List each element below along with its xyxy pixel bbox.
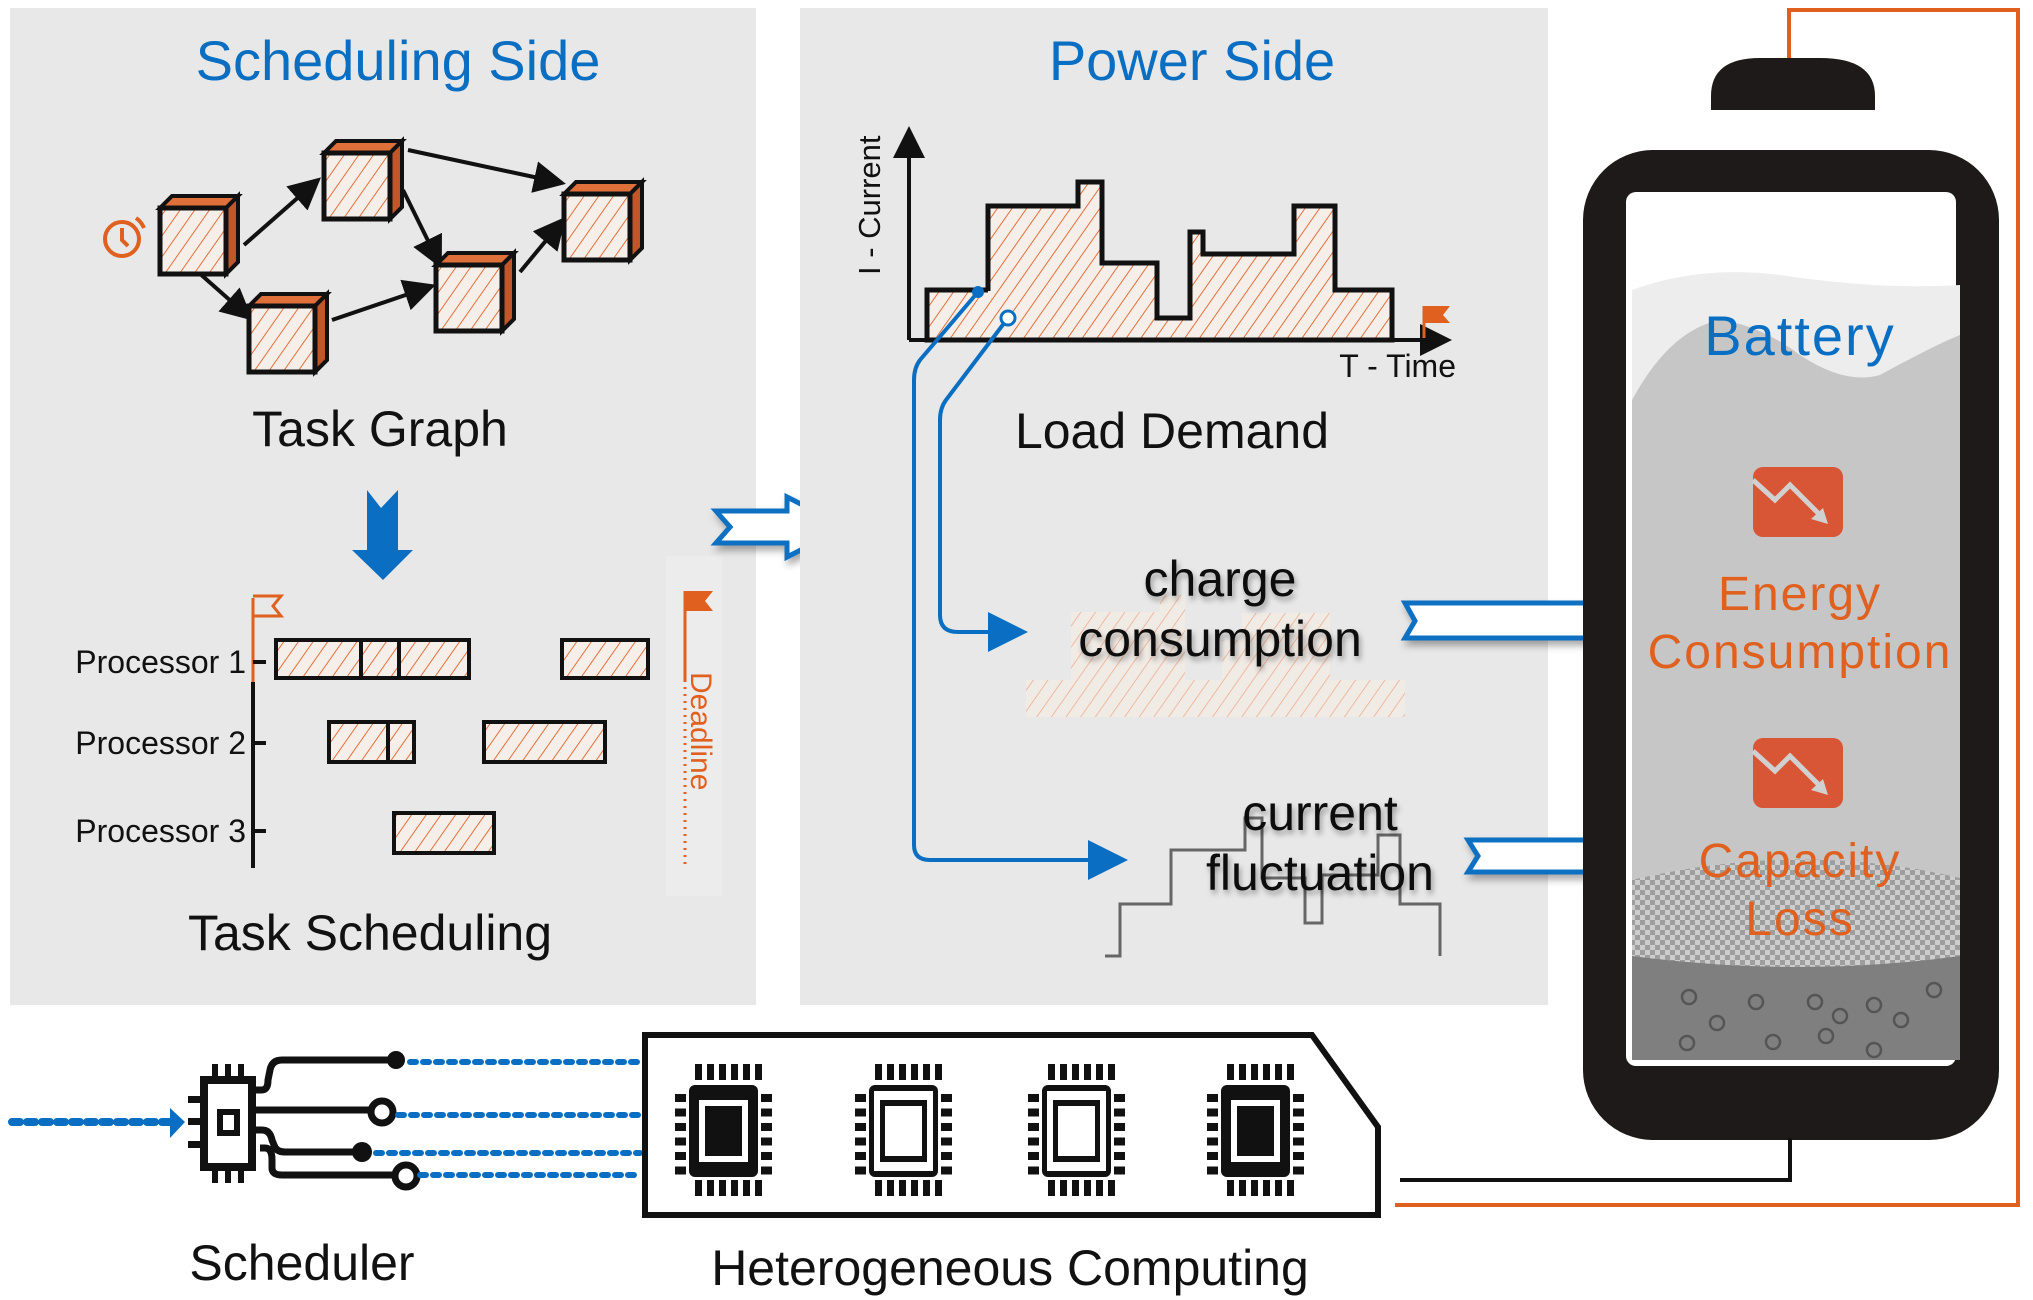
battery-dead-layer [1632,956,1960,1060]
charge-consumption-label-2: consumption [1078,611,1362,667]
charge-consumption-label-1: charge [1144,551,1297,607]
scheduled-task [482,720,607,764]
scheduled-task [560,638,650,680]
scheduler: Scheduler [8,1051,643,1291]
scheduled-task [274,638,471,680]
load-demand-chart: I - Current T - Time [852,126,1456,384]
scheduled-task [327,720,416,764]
heterogeneous-computing: Heterogeneous Computing [642,1032,1381,1296]
battery-cap [1711,58,1875,110]
deadline-label: Deadline [684,672,717,790]
energy-consumption-label-2: Consumption [1648,626,1953,679]
connector-lines [912,290,1128,880]
positive-wire [1395,8,2020,1207]
start-flag-icon [251,594,285,682]
task-edge [331,279,436,322]
scheduling-side-panel: Scheduling Side Task Grap [10,8,756,1005]
current-fluctuation-label-2: fluctuation [1206,845,1434,901]
processor-chip-icon [1028,1064,1125,1196]
end-flag-icon [1422,306,1450,338]
current-fluctuation-line [1105,816,1442,958]
task-scheduling-gantt: Processor 1 Processor 2 Processor 3 Dead… [75,556,722,896]
task-edge [196,270,253,321]
computing-label: Heterogeneous Computing [711,1240,1309,1296]
battery: Battery Energy Consumption Capacity Loss [1395,8,2020,1207]
scheduled-task [392,811,496,855]
task-graph: Task Graph [103,141,642,457]
task-edge [407,148,566,193]
task-node [324,141,402,219]
power-side-panel: Power Side I - Current T - Time Load Dem… [800,8,1548,1005]
capacity-loss-label-2: Loss [1745,893,1854,946]
down-arrow-icon [352,490,413,580]
trend-down-icon [1751,467,1843,537]
power-side-title: Power Side [1049,29,1335,92]
scheduler-label: Scheduler [189,1235,414,1291]
load-demand-area [924,179,1395,343]
dispatch-dotted-lines [373,1059,643,1178]
scheduling-side-title: Scheduling Side [196,29,601,92]
y-axis-label: I - Current [852,135,887,275]
task-edge [518,216,566,274]
sediment-particles [1678,981,1943,1059]
capacity-loss-label-1: Capacity [1699,835,1902,888]
battery-title: Battery [1704,304,1895,367]
task-scheduling-label: Task Scheduling [188,905,552,961]
x-axis-label: T - Time [1339,348,1456,384]
processor-label: Processor 2 [75,725,246,761]
task-node [160,196,238,274]
current-fluctuation-label-1: current [1242,785,1398,841]
task-node [564,182,642,260]
connector-dot [999,309,1017,327]
processor-chip-icon [675,1064,772,1196]
processor-label: Processor 1 [75,644,246,680]
processor-label: Processor 3 [75,813,246,849]
scheduler-chip-icon [188,1051,421,1191]
task-node [249,294,327,372]
task-edge [242,177,322,247]
stopwatch-icon [103,216,146,258]
processor-chip-icon [1207,1064,1304,1196]
load-demand-label: Load Demand [1015,403,1329,459]
trend-down-icon [1751,738,1843,808]
power-panel-bg [800,8,1548,1005]
task-edge [401,189,442,269]
deadline-flag-icon [683,591,713,680]
connector-dot [972,286,984,298]
task-graph-label: Task Graph [252,401,508,457]
energy-consumption-label-1: Energy [1718,568,1882,621]
computing-board [642,1032,1381,1218]
charge-consumption-area [1026,595,1405,717]
processor-chip-icon [855,1064,952,1196]
negative-wire [1400,1138,1792,1182]
task-node [436,253,514,331]
